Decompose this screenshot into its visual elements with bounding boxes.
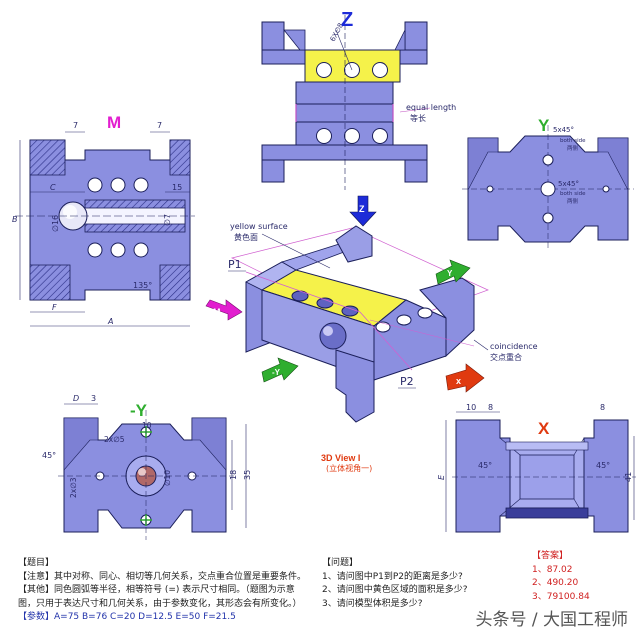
x-dim-41: 41 [624, 472, 633, 482]
iso-arrow-m: M [205, 299, 243, 321]
iso-title: 3D View I [321, 453, 360, 463]
x-dim-45a: 45° [478, 461, 492, 470]
neg-y-dim-45: 45° [42, 451, 56, 460]
x-dim-45b: 45° [596, 461, 610, 470]
m-dim-7b: 7 [157, 121, 162, 130]
view-label-z: Z [341, 9, 353, 31]
x-dim-10: 10 [466, 403, 476, 412]
x-dim-e: E [437, 474, 446, 480]
svg-text:x: x [456, 376, 461, 386]
answers-heading: 【答案】 [532, 551, 569, 561]
questions-heading: 【问题】 [322, 558, 359, 568]
iso-arrow-z-label: Z [359, 204, 365, 214]
iso-yellow-cn: 黄色面 [234, 232, 258, 242]
view-label-y: Y [538, 116, 550, 135]
y-both-2: both side [560, 191, 586, 197]
y-chamfer-1: 5x45° [553, 126, 574, 134]
iso-coin-cn: 交点重合 [490, 352, 522, 362]
y-both-cn-2: 两侧 [567, 197, 579, 205]
notes-attention: 【注意】其中对称、同心、相切等几何关系，交点重合位置是重要条件。 [18, 571, 307, 582]
view-label-x: X [538, 419, 550, 438]
notes-params: 【参数】A=75 B=76 C=20 D=12.5 E=50 F=21.5 [18, 612, 236, 622]
iso-arrow-z: Z [349, 195, 377, 227]
m-dim-15: 15 [172, 183, 182, 192]
view-neg-y: -Y D 3 2x∅5 10 45° 2x∅3 ∅10 18 35 [42, 394, 252, 540]
y-both-1: both side [560, 138, 586, 144]
view-y: Y 5x45° both side 两侧 5x45° both side 两侧 [462, 116, 634, 250]
z-equal-en: equal length [406, 103, 456, 112]
iso-p1: P1 [228, 258, 242, 271]
notes-block: 【题目】 【注意】其中对称、同心、相切等几何关系，交点重合位置是重要条件。 【其… [18, 557, 306, 625]
neg-y-dim-2x5: 2x∅5 [104, 435, 125, 444]
z-equal-cn: 等长 [410, 113, 426, 123]
answer-2: 2、490.20 [532, 578, 579, 588]
view-label-m: M [107, 113, 121, 132]
neg-y-dim-dia10: ∅10 [163, 470, 172, 486]
view-iso: yellow surface 黄色面 P1 P2 coincidence 交点重… [205, 195, 538, 473]
iso-arrow-y: Y [435, 259, 471, 285]
questions-block: 【问题】 1、请问图中P1到P2的距离是多少? 2、请问图中黄色区域的面积是多少… [322, 557, 502, 611]
m-dim-b: B [12, 215, 18, 224]
view-z: 6X∅8 Z equal length 等长 [261, 9, 456, 190]
notes-heading: 【题目】 [18, 558, 55, 568]
neg-y-dim-3: 3 [91, 394, 96, 403]
y-both-cn-1: 两侧 [567, 144, 579, 152]
question-1: 1、请问图中P1到P2的距离是多少? [322, 571, 463, 582]
iso-arrow-x: x [445, 363, 485, 393]
view-x: X 10 8 8 45° 45° E 41 [437, 403, 636, 533]
iso-arrow-y-label: Y [447, 269, 453, 278]
view-label-neg-y: -Y [130, 401, 148, 420]
iso-holes [291, 290, 433, 350]
neg-y-dim-d: D [73, 394, 79, 403]
watermark: 头条号 / 大国工程师 [475, 610, 628, 630]
neg-y-dim-2x3: 2x∅3 [69, 477, 78, 498]
z-holes [316, 62, 388, 144]
neg-y-dim-18: 18 [229, 470, 238, 480]
iso-arrow-ny: -Y [261, 357, 299, 383]
x-dim-8b: 8 [600, 403, 605, 412]
m-dim-c: C [50, 183, 56, 192]
view-m: M 7 7 C 15 B ∅16 ∅7 F A 135° [12, 113, 195, 327]
iso-coin-en: coincidence [490, 342, 538, 351]
iso-arrow-ny-label: -Y [272, 368, 281, 377]
m-dim-135: 135° [133, 281, 152, 290]
m-dim-dia7: ∅7 [163, 214, 172, 226]
m-dim-a: A [107, 317, 113, 326]
iso-arrow-m-label: M [213, 307, 221, 317]
y-chamfer-2: 5x45° [558, 180, 579, 188]
answer-3: 3、79100.84 [532, 591, 590, 602]
iso-title-cn: (立体视角一) [326, 463, 372, 473]
m-dim-7a: 7 [73, 121, 78, 130]
notes-other: 【其他】同色圆弧等半径，相等符号 (=) 表示尺寸相同。（题图为示意图，只用于表… [18, 585, 302, 609]
iso-p2: P2 [400, 375, 414, 388]
question-2: 2、请问图中黄色区域的面积是多少? [322, 585, 468, 595]
m-dim-dia16: ∅16 [51, 215, 60, 232]
x-dim-8a: 8 [488, 403, 493, 412]
iso-yellow-en: yellow surface [230, 222, 288, 231]
neg-y-dim-10: 10 [142, 421, 152, 430]
m-holes [87, 177, 149, 258]
neg-y-dim-35: 35 [243, 470, 252, 480]
answer-1: 1、87.02 [532, 564, 573, 575]
answers-block: 【答案】 1、87.02 2、490.20 3、79100.84 [532, 550, 632, 604]
m-dim-f: F [52, 303, 57, 312]
question-3: 3、请问模型体积是多少? [322, 598, 423, 609]
